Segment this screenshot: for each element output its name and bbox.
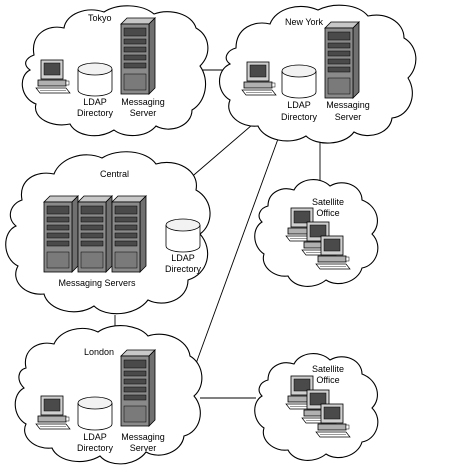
- tokyo-server-label-1: Messaging: [121, 97, 165, 107]
- london-ldap-disk-icon: [77, 396, 113, 431]
- link-london-newyork: [189, 127, 283, 381]
- tokyo-server-icon: [120, 17, 156, 95]
- new-york-server-icon: [324, 21, 360, 99]
- central-server-3-icon: [111, 195, 147, 273]
- new-york-ldap-label-1: LDAP: [287, 100, 311, 110]
- london-site: London LDAP Directory Messaging Server: [14, 325, 203, 465]
- tokyo-ldap-disk-icon: [77, 62, 113, 97]
- network-links: [114, 69, 321, 399]
- london-ldap-label-1: LDAP: [83, 432, 107, 442]
- new-york-server-label-2: Server: [335, 112, 362, 122]
- new-york-server-label-1: Messaging: [326, 100, 370, 110]
- london-server-icon: [120, 349, 156, 427]
- tokyo-cloud: [21, 5, 209, 137]
- satellite-office-1-label-1: Satellite: [312, 197, 344, 207]
- new-york-site: New York LDAP Directory Messaging Server: [218, 4, 417, 144]
- new-york-ldap-disk-icon: [281, 64, 317, 99]
- london-label: London: [84, 347, 114, 357]
- satellite-office-1-label-2: Office: [316, 208, 339, 218]
- new-york-cloud: [218, 4, 417, 144]
- central-servers-label: Messaging Servers: [58, 278, 136, 288]
- central-label: Central: [100, 169, 129, 179]
- tokyo-label: Tokyo: [88, 13, 112, 23]
- satellite-office-2-label-1: Satellite: [312, 364, 344, 374]
- tokyo-ldap-label-2: Directory: [77, 108, 114, 118]
- link-central-newyork: [187, 124, 253, 181]
- central-ldap-disk-icon: [165, 218, 201, 253]
- satellite-office-2-label-2: Office: [316, 375, 339, 385]
- new-york-label: New York: [285, 17, 324, 27]
- new-york-ldap-label-2: Directory: [281, 112, 318, 122]
- central-ldap-label-2: Directory: [165, 264, 202, 274]
- tokyo-ldap-label-1: LDAP: [83, 97, 107, 107]
- tokyo-server-label-2: Server: [130, 108, 157, 118]
- central-site: Central Messaging Servers LDAP Directory: [5, 151, 211, 315]
- london-ldap-label-2: Directory: [77, 443, 114, 453]
- central-server-2-icon: [77, 195, 113, 273]
- central-server-1-icon: [43, 195, 79, 273]
- satellite-office-1-site: Satellite Office: [254, 179, 379, 287]
- central-ldap-label-1: LDAP: [171, 253, 195, 263]
- tokyo-site: Tokyo LDAP Directory Messaging Server: [21, 5, 209, 137]
- satellite-office-2-site: Satellite Office: [254, 353, 379, 461]
- london-server-label-2: Server: [130, 443, 157, 453]
- london-server-label-1: Messaging: [121, 432, 165, 442]
